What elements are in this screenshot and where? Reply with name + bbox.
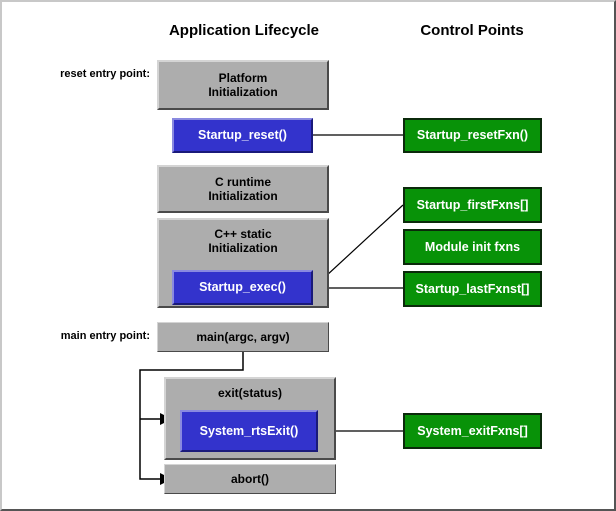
node-startup-exec[interactable]: Startup_exec() bbox=[172, 270, 313, 305]
node-cpp-static-initialization-label: C++ static Initialization bbox=[208, 227, 278, 256]
node-platform-initialization[interactable]: Platform Initialization bbox=[157, 60, 329, 110]
link-main-to-abort-trunk bbox=[139, 419, 160, 480]
side-label-main-entry-point: main entry point: bbox=[60, 330, 150, 342]
node-main[interactable]: main(argc, argv) bbox=[157, 322, 329, 352]
node-system-rtsexit[interactable]: System_rtsExit() bbox=[180, 410, 318, 452]
node-exit-status-label: exit(status) bbox=[217, 386, 282, 400]
node-c-runtime-initialization[interactable]: C runtime Initialization bbox=[157, 165, 329, 213]
node-startup-reset[interactable]: Startup_reset() bbox=[172, 118, 313, 153]
column-header-application-lifecycle: Application Lifecycle bbox=[168, 22, 320, 39]
node-startup-firstfxns[interactable]: Startup_firstFxns[] bbox=[403, 187, 542, 223]
node-module-init-fxns[interactable]: Module init fxns bbox=[403, 229, 542, 265]
node-abort[interactable]: abort() bbox=[164, 464, 336, 494]
node-system-exitfxns[interactable]: System_exitFxns[] bbox=[403, 413, 542, 449]
side-label-reset-entry-point: reset entry point: bbox=[60, 68, 150, 80]
column-header-control-points: Control Points bbox=[420, 22, 524, 39]
node-startup-resetfxn[interactable]: Startup_resetFxn() bbox=[403, 118, 542, 153]
node-startup-lastfxns[interactable]: Startup_lastFxnst[] bbox=[403, 271, 542, 307]
